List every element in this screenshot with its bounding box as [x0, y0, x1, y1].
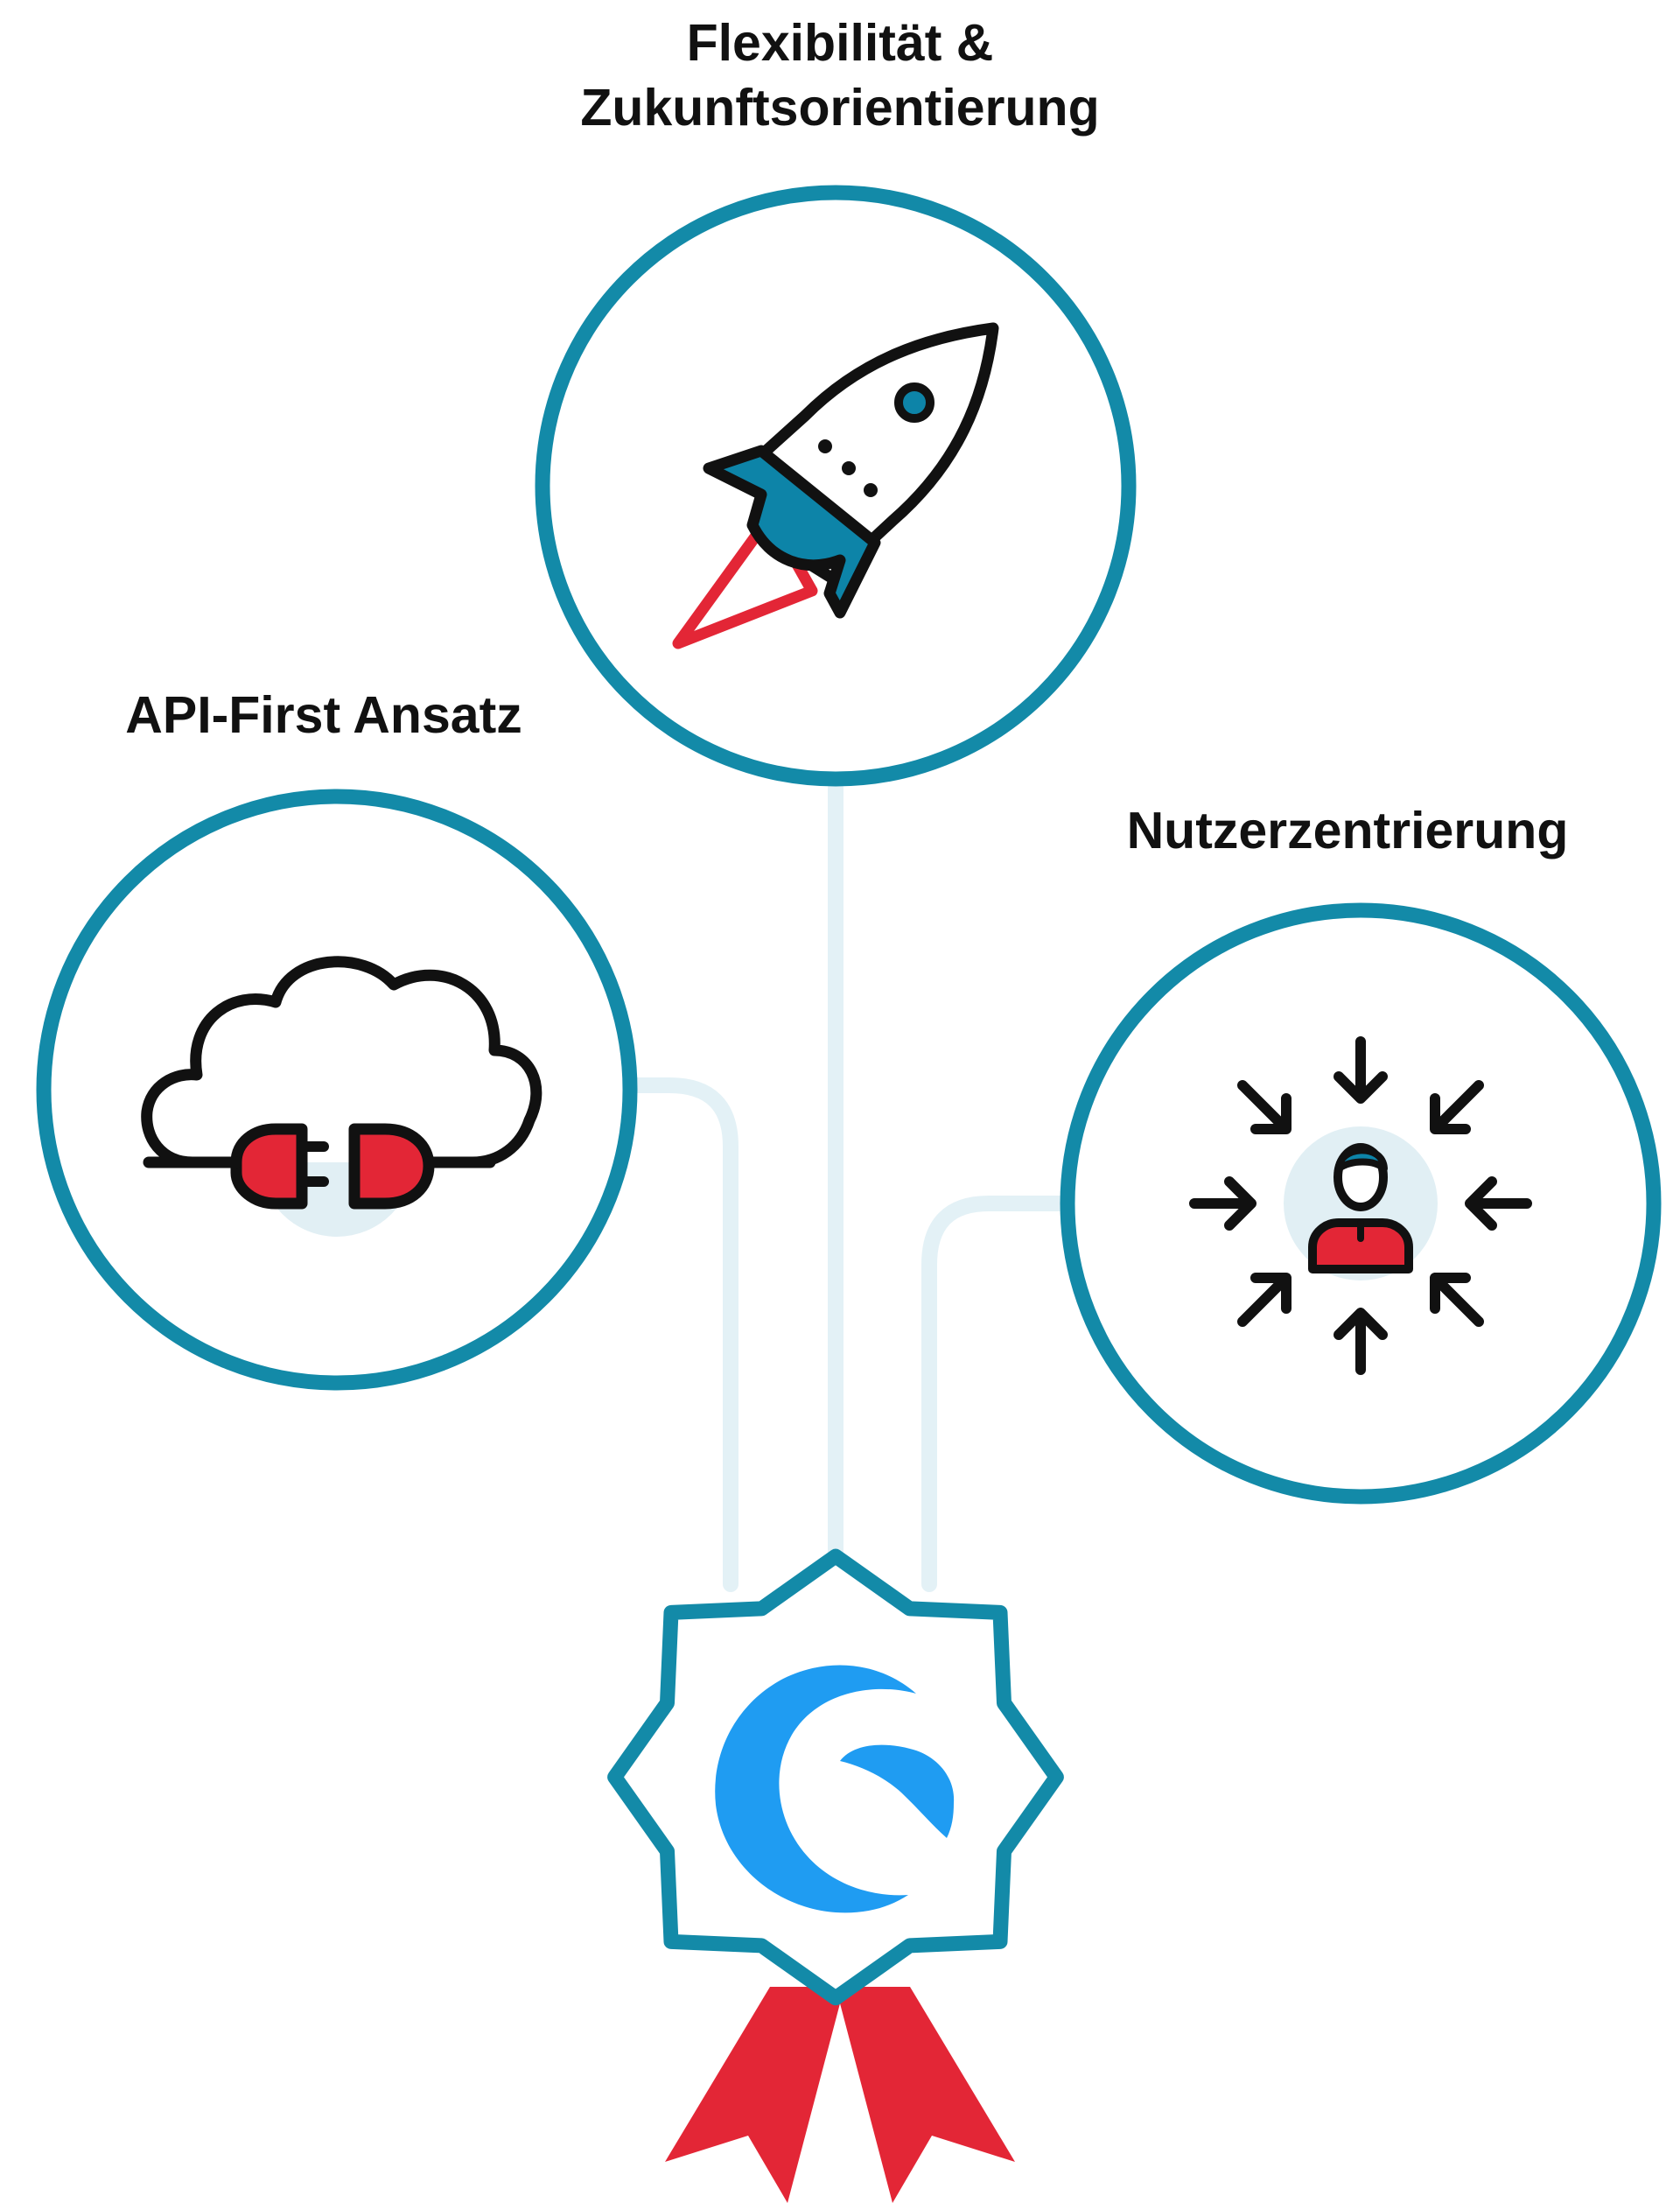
feature-circle-flexibility [535, 185, 1137, 787]
shopware-badge-icon [607, 1548, 1064, 2203]
ribbon-right [836, 1987, 1015, 2203]
connectors [626, 780, 1071, 1592]
feature-title-line: Nutzerzentrierung [1126, 802, 1569, 859]
badge-seal [607, 1548, 1064, 2006]
feature-title-line: Flexibilität & [686, 14, 994, 72]
feature-title-line: API-First Ansatz [125, 686, 522, 744]
cloud-plug-icon [141, 956, 542, 1237]
user-focus-icon [1189, 1036, 1532, 1375]
feature-circle-user-centric [1060, 902, 1662, 1505]
connector-right [921, 1196, 1071, 1592]
rocket-icon [672, 322, 999, 649]
feature-circle-api-first [36, 789, 638, 1391]
feature-title-flexibility: Flexibilität & Zukunftsorientierung [490, 11, 1190, 140]
feature-title-line: Zukunftsorientierung [580, 79, 1100, 137]
connector-left [626, 1077, 738, 1592]
shopware-logo [715, 1665, 955, 1913]
feature-title-user-centric: Nutzerzentrierung [1102, 798, 1592, 863]
feature-title-api-first: API-First Ansatz [96, 683, 551, 747]
ribbon-left [665, 1987, 844, 2203]
